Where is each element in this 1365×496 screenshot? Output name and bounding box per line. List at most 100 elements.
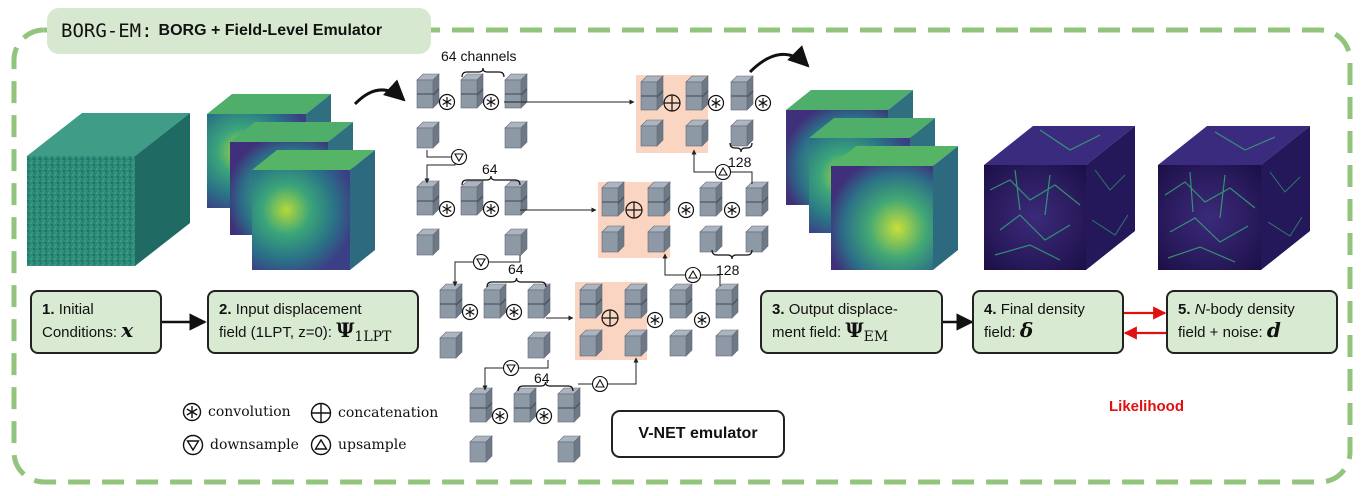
downsample-triangle bbox=[506, 364, 516, 374]
feature-map-cube bbox=[624, 329, 648, 357]
feature-map-cube-stacked bbox=[601, 181, 625, 217]
vnet-up2-label: 128 bbox=[716, 262, 740, 278]
step-symbol-subscript: EM bbox=[863, 329, 889, 345]
connection-line bbox=[424, 150, 456, 184]
convolution-icon-strokes bbox=[697, 315, 707, 325]
feature-map-cube-stacked bbox=[439, 283, 463, 319]
legend-downsample: downsample bbox=[182, 434, 299, 456]
step-final-density: 4. Final density field: δ bbox=[972, 290, 1124, 354]
convolution-icon-strokes bbox=[495, 411, 505, 421]
likelihood-label: Likelihood bbox=[1109, 398, 1184, 415]
convolution-icon-strokes bbox=[758, 98, 768, 108]
convolution-icon-strokes bbox=[442, 97, 452, 107]
step-symbol: d bbox=[1266, 318, 1281, 342]
feature-map-cube-stacked bbox=[504, 180, 528, 216]
feature-map-cube-stacked bbox=[483, 283, 507, 319]
feature-map-cube-stacked bbox=[504, 73, 528, 109]
step-number: 2. bbox=[219, 301, 232, 318]
feature-map-cube-stacked bbox=[416, 180, 440, 216]
step-text: field + noise: bbox=[1178, 324, 1263, 341]
step-text: Input displacement bbox=[235, 301, 362, 318]
feature-map-cube-stacked bbox=[527, 283, 551, 319]
legend-downsample-text: downsample bbox=[210, 437, 299, 453]
feature-map-cube-stacked bbox=[416, 73, 440, 109]
channel-brace bbox=[486, 277, 547, 288]
step-text: ment field: bbox=[772, 324, 842, 341]
upsample-icon bbox=[684, 266, 702, 284]
step-text-n: N bbox=[1194, 301, 1206, 318]
step-output-displacement: 3. Output displace- ment field: ΨEM bbox=[760, 290, 943, 354]
step-symbol: Ψ bbox=[845, 318, 864, 342]
legend-convolution-text: convolution bbox=[208, 404, 291, 420]
feature-map-cube bbox=[527, 331, 551, 359]
feature-map-cube-stacked bbox=[730, 75, 754, 111]
initial-conditions-cube bbox=[27, 113, 190, 266]
step-number: 3. bbox=[772, 301, 785, 318]
step-text: Final density bbox=[1000, 301, 1085, 318]
feature-map-cube-stacked bbox=[715, 283, 739, 319]
feature-map-cube bbox=[640, 119, 664, 147]
step-symbol-subscript: 1LPT bbox=[354, 329, 392, 345]
feature-map-cube-stacked bbox=[685, 75, 709, 111]
convolution-icon-strokes bbox=[509, 307, 519, 317]
legend-convolution: convolution bbox=[182, 402, 291, 422]
upsample-icon bbox=[310, 434, 332, 456]
concatenation-icon-strokes bbox=[602, 310, 618, 326]
step-nbody-noise: 5. N-body density field + noise: d bbox=[1166, 290, 1338, 354]
vnet-emulator-label: V-NET emulator bbox=[611, 410, 785, 458]
feature-map-cube bbox=[416, 228, 440, 256]
upsample-triangle bbox=[595, 378, 605, 388]
step-text: Initial bbox=[58, 301, 94, 318]
channel-brace bbox=[461, 67, 505, 78]
title-mono: BORG-EM: bbox=[61, 20, 153, 42]
feature-map-cube bbox=[504, 228, 528, 256]
nbody-density-cube bbox=[1158, 126, 1310, 270]
feature-map-cube bbox=[579, 329, 603, 357]
downsample-triangle bbox=[454, 153, 464, 163]
upsample-icon bbox=[714, 163, 732, 181]
dashed-frame bbox=[11, 27, 1353, 485]
step-symbol: x bbox=[121, 318, 134, 342]
step-number: 5. bbox=[1178, 301, 1191, 318]
step-symbol: δ bbox=[1019, 318, 1034, 342]
title-banner: BORG-EM: BORG + Field-Level Emulator bbox=[47, 8, 431, 54]
feature-map-cube bbox=[685, 119, 709, 147]
concatenation-icon bbox=[310, 402, 332, 424]
step-text: field: bbox=[984, 324, 1016, 341]
input-displacement-cubes bbox=[207, 94, 375, 270]
channel-brace bbox=[729, 142, 753, 153]
vnet-level2-label: 64 bbox=[482, 161, 498, 177]
step-number: 1. bbox=[42, 301, 55, 318]
convolution-icon-strokes bbox=[486, 204, 496, 214]
convolution-icon bbox=[182, 402, 202, 422]
concatenation-icon-strokes bbox=[664, 95, 680, 111]
feature-map-cube bbox=[647, 225, 671, 253]
step-text: field (1LPT, z=0): bbox=[219, 324, 332, 341]
feature-map-cube-stacked bbox=[745, 181, 769, 217]
feature-map-cube bbox=[699, 225, 723, 253]
convolution-icon-strokes bbox=[681, 205, 691, 215]
legend-concatenation-text: concatenation bbox=[338, 405, 439, 421]
feature-map-cube-stacked bbox=[460, 73, 484, 109]
feature-map-cube-stacked bbox=[624, 283, 648, 319]
step-text: Output displace- bbox=[788, 301, 898, 318]
feature-map-cube-stacked bbox=[460, 180, 484, 216]
feature-map-cube bbox=[416, 121, 440, 149]
legend-concatenation: concatenation bbox=[310, 402, 438, 424]
step-number: 4. bbox=[984, 301, 997, 318]
downsample-icon bbox=[472, 253, 490, 271]
feature-map-cube-stacked bbox=[647, 181, 671, 217]
feature-map-cube bbox=[557, 435, 581, 463]
channel-brace bbox=[517, 381, 574, 392]
upsample-triangle bbox=[718, 166, 728, 176]
convolution-icon-strokes bbox=[442, 204, 452, 214]
step-symbol: Ψ bbox=[336, 318, 355, 342]
downsample-icon bbox=[502, 359, 520, 377]
step-text: Conditions: bbox=[42, 324, 118, 341]
channel-brace bbox=[461, 175, 521, 186]
output-displacement-cubes bbox=[786, 90, 958, 270]
feature-map-cube bbox=[439, 331, 463, 359]
convolution-icon-strokes bbox=[539, 411, 549, 421]
curved-arrow-into-vnet bbox=[353, 79, 406, 106]
